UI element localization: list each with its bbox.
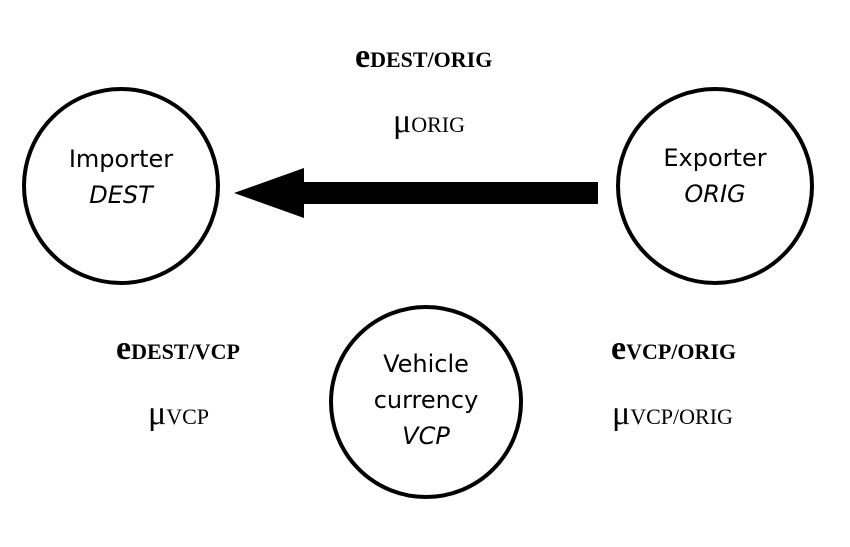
trade-arrow-shaft [300,182,598,204]
exporter-code: ORIG [684,180,746,208]
vehicle-code: VCP [402,422,450,450]
exporter-name: Exporter [663,144,767,172]
rate-dest-vcp-symbol: e [116,330,132,367]
rate-dest-orig: eDEST/ORIG [355,38,492,76]
volatility-orig: μORIG [393,103,465,141]
exporter-circle [616,87,814,285]
rate-dest-vcp: eDEST/VCP [116,330,240,368]
vehicle-currency-label: Vehicle currency VCP [346,346,506,454]
importer-label: Importer DEST [41,141,201,213]
rate-vcp-orig-symbol: e [611,330,627,367]
rate-dest-orig-symbol: e [355,38,371,75]
exporter-label: Exporter ORIG [635,140,795,212]
vehicle-name-line1: Vehicle [383,350,469,378]
volatility-orig-subscript: ORIG [411,112,466,137]
rate-dest-vcp-subscript: DEST/VCP [131,339,240,364]
rate-dest-orig-subscript: DEST/ORIG [370,47,493,72]
importer-name: Importer [68,145,174,173]
volatility-vcp-orig-symbol: μ [612,395,631,432]
rate-vcp-orig-subscript: VCP/ORIG [626,339,737,364]
trade-arrow-head [234,168,304,218]
volatility-vcp-orig: μVCP/ORIG [612,395,733,433]
volatility-vcp-symbol: μ [148,395,167,432]
importer-code: DEST [89,181,153,209]
volatility-vcp-orig-subscript: VCP/ORIG [630,404,733,429]
rate-vcp-orig: eVCP/ORIG [611,330,736,368]
vehicle-name-line2: currency [373,386,479,414]
vehicle-currency-circle [329,305,523,499]
volatility-orig-symbol: μ [393,103,412,140]
importer-circle [22,87,220,285]
volatility-vcp: μVCP [148,395,209,433]
volatility-vcp-subscript: VCP [166,404,210,429]
trade-arrow [234,168,598,218]
